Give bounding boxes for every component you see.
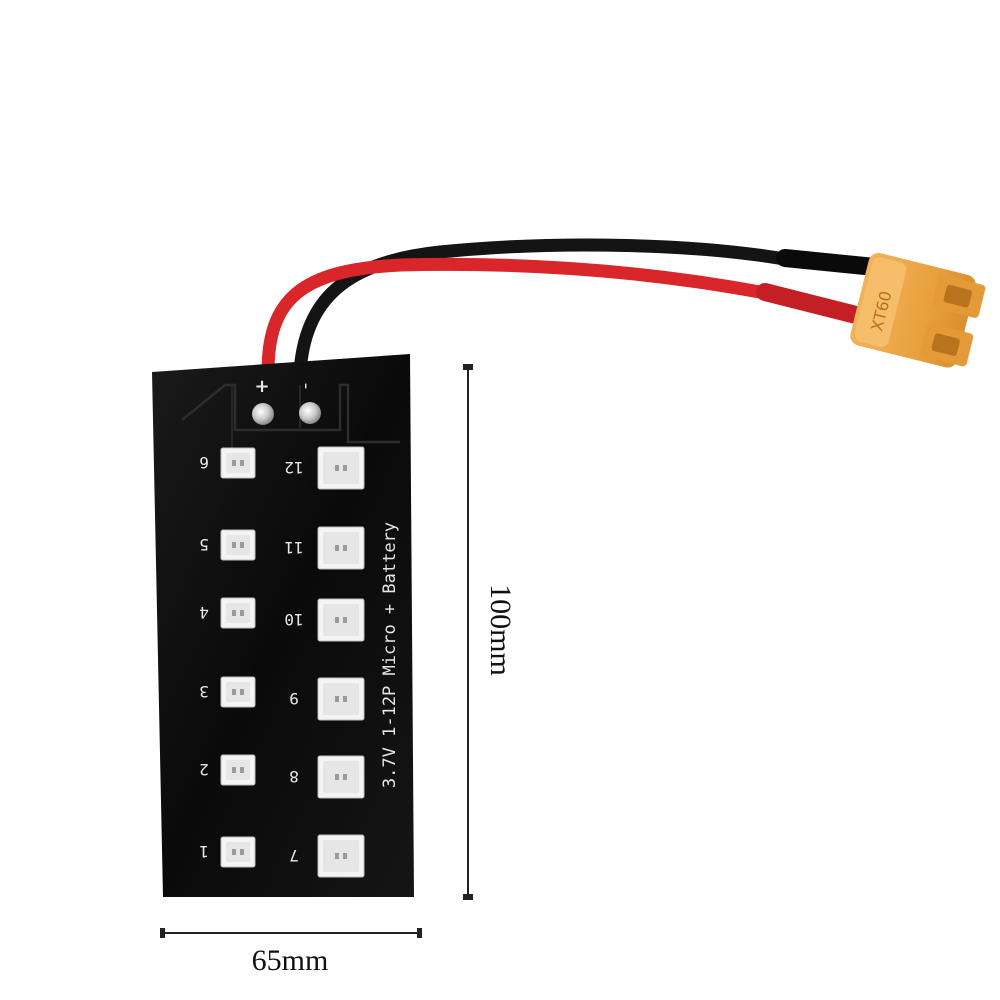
jst-socket-icon <box>220 597 256 629</box>
port-number-label: 9 <box>289 689 299 708</box>
port-number-label: 10 <box>284 610 303 629</box>
jst-socket-icon <box>317 755 365 799</box>
negative-wire <box>293 238 887 379</box>
port-number-label: 4 <box>199 603 209 622</box>
width-dimension <box>160 928 422 938</box>
jst-socket-icon <box>220 836 256 868</box>
height-label: 100mm <box>484 584 517 676</box>
port-number-label: 12 <box>284 458 303 477</box>
plus-label: + <box>254 376 269 397</box>
right-port-column: 12 11 10 9 8 7 <box>284 446 365 878</box>
positive-wire <box>261 257 867 379</box>
negative-pin <box>299 402 321 424</box>
positive-pin <box>252 403 274 425</box>
port-number-label: 8 <box>289 767 299 786</box>
wires <box>261 238 894 379</box>
jst-socket-icon <box>220 676 256 708</box>
board-title: 3.7V 1-12P Micro + Battery <box>380 522 400 788</box>
port-number-label: 3 <box>199 682 209 701</box>
jst-socket-icon <box>317 526 365 570</box>
board-trace <box>181 383 400 444</box>
positive-heatshrink <box>756 283 869 325</box>
port-number-label: 2 <box>199 760 209 779</box>
jst-socket-icon <box>317 834 365 878</box>
port-number-label: 1 <box>199 842 209 861</box>
jst-socket-icon <box>220 754 256 786</box>
port-number-label: 11 <box>284 538 303 557</box>
xt60-plug-icon: XT60 <box>850 252 986 368</box>
port-number-label: 7 <box>289 846 299 865</box>
port-number-label: 5 <box>199 535 209 554</box>
width-label: 65mm <box>251 944 329 977</box>
jst-socket-icon <box>317 677 365 721</box>
jst-socket-icon <box>220 447 256 479</box>
minus-label: - <box>296 383 317 390</box>
jst-socket-icon <box>317 446 365 490</box>
charging-board: + - 3.7V 1-12P Micro + Battery 6 5 4 3 2 1 12… <box>152 354 414 897</box>
board-outline <box>152 354 414 897</box>
height-dimension <box>463 364 473 900</box>
jst-socket-icon <box>220 529 256 561</box>
left-port-column: 6 5 4 3 2 1 <box>199 447 256 868</box>
port-number-label: 6 <box>199 453 209 472</box>
jst-socket-icon <box>317 598 365 642</box>
